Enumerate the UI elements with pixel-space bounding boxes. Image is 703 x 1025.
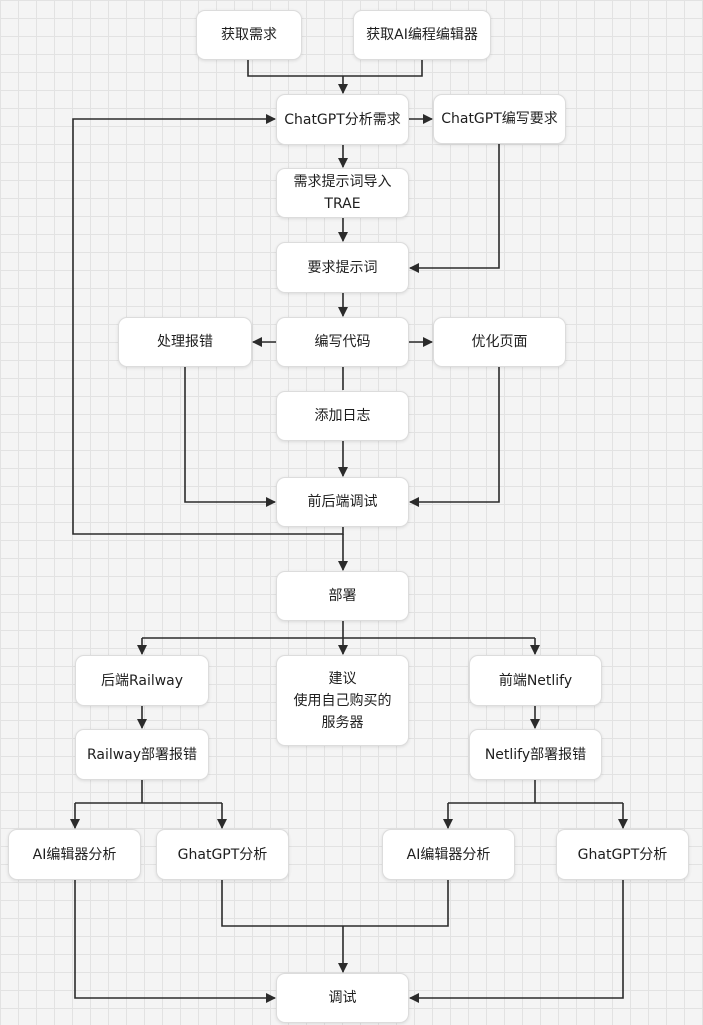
node-debug-fullstack[interactable]: 前后端调试 — [276, 477, 409, 527]
edge-write-to-prompt — [409, 144, 500, 273]
edge-errors-to-debug — [184, 367, 276, 507]
node-prompt-to-trae[interactable]: 需求提示词导入 TRAE — [276, 168, 409, 218]
edge-ai-right-merge — [343, 880, 449, 927]
node-backend-railway[interactable]: 后端Railway — [75, 655, 209, 706]
node-gpt-analyze-right[interactable]: GhatGPT分析 — [556, 829, 689, 880]
edge-deploy-split — [142, 621, 535, 639]
edge-railway-errors-split — [75, 780, 222, 804]
edge-gpt-right-to-debug — [409, 880, 624, 1003]
edge-optimize-to-debug — [409, 367, 500, 507]
edge-netlify-errors-split — [448, 780, 623, 804]
node-gpt-analyze-left[interactable]: GhatGPT分析 — [156, 829, 289, 880]
edge-get-ai-editor — [343, 60, 423, 77]
node-get-ai-editor[interactable]: 获取AI编程编辑器 — [353, 10, 491, 60]
node-deploy[interactable]: 部署 — [276, 571, 409, 621]
node-write-code[interactable]: 编写代码 — [276, 317, 409, 367]
edge-get-requirements — [247, 60, 343, 77]
node-ai-analyze-left[interactable]: AI编辑器分析 — [8, 829, 141, 880]
node-requirement-prompt[interactable]: 要求提示词 — [276, 242, 409, 293]
node-frontend-netlify[interactable]: 前端Netlify — [469, 655, 602, 706]
node-railway-errors[interactable]: Railway部署报错 — [75, 729, 209, 780]
node-get-requirements[interactable]: 获取需求 — [196, 10, 302, 60]
node-suggestion[interactable]: 建议 使用自己购买的 服务器 — [276, 655, 409, 746]
node-handle-errors[interactable]: 处理报错 — [118, 317, 252, 367]
node-optimize-page[interactable]: 优化页面 — [433, 317, 566, 367]
edge-gpt-left-merge — [221, 880, 343, 927]
node-ai-analyze-right[interactable]: AI编辑器分析 — [382, 829, 515, 880]
node-add-logs[interactable]: 添加日志 — [276, 391, 409, 441]
node-chatgpt-analyze[interactable]: ChatGPT分析需求 — [276, 94, 409, 145]
node-debug[interactable]: 调试 — [276, 973, 409, 1023]
edge-ai-left-to-debug — [74, 880, 276, 1003]
edge-loop-back — [72, 114, 344, 535]
node-chatgpt-write[interactable]: ChatGPT编写要求 — [433, 94, 566, 144]
node-netlify-errors[interactable]: Netlify部署报错 — [469, 729, 602, 780]
